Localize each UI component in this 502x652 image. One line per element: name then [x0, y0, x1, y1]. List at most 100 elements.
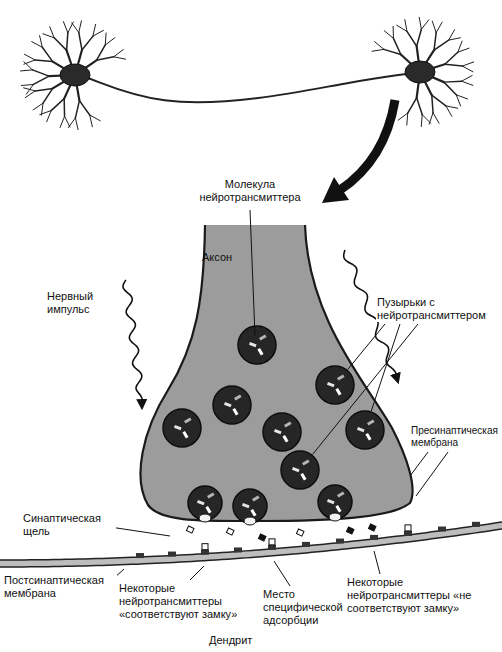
bound-molecule [202, 544, 208, 550]
cell-body [60, 64, 90, 86]
vesicle-molecule [257, 348, 263, 356]
dendrite-branch [43, 88, 53, 103]
dendrite-branch [60, 116, 64, 127]
leader-line [410, 452, 428, 476]
dendrite-branch [79, 33, 82, 50]
impulse-wave [123, 280, 142, 408]
dendrite-branch [63, 99, 65, 117]
vesicle-molecule [207, 493, 215, 499]
transmitter-molecule [368, 524, 376, 531]
zoom-arrow-head [322, 177, 349, 203]
vesicle-body [163, 409, 201, 447]
vesicle-body [316, 366, 354, 404]
leader-line [348, 324, 385, 370]
leader-line [274, 561, 290, 586]
vesicle-molecule [242, 503, 250, 508]
terminal-fill [141, 225, 413, 521]
vesicle-molecule [357, 427, 365, 432]
dendrite-branch [33, 103, 43, 110]
dendrite-branch [50, 27, 54, 38]
vesicle-molecule [337, 492, 345, 498]
dendrite-branch [105, 38, 115, 45]
vesicle-body [213, 386, 251, 424]
vesicle [188, 486, 222, 522]
dendrite-branch [93, 30, 104, 36]
fit-label: Некоторые нейротрансмиттеры «соответству… [118, 582, 258, 621]
receptor-site [168, 552, 176, 557]
bound-molecule [269, 539, 275, 545]
dendrite-branch [434, 40, 449, 50]
vesicle-molecule [335, 505, 341, 513]
vesicle-body [263, 413, 301, 451]
leader-line [374, 551, 380, 574]
dendrite-branch [42, 47, 52, 61]
vesicle-molecule [337, 375, 345, 381]
vesicle-molecule [184, 418, 192, 424]
dendrite-branch [445, 64, 463, 66]
dendrite-branch [446, 106, 452, 116]
vesicle-molecule [249, 342, 257, 347]
leader-line [250, 210, 255, 336]
dendrite-branch [417, 29, 422, 46]
receptor-site [438, 527, 446, 532]
vesicle-molecule [205, 506, 211, 514]
dendrite-branch [96, 45, 105, 60]
vesicle-molecule [259, 335, 267, 341]
dendrite-branch [41, 103, 43, 115]
dendrite-branch [456, 95, 460, 106]
dendrite-branch [397, 25, 407, 31]
dendrite-branch [449, 30, 455, 40]
dendrite-branch [25, 54, 36, 60]
dendrite-branch [406, 113, 408, 125]
vesicle-body [281, 451, 319, 489]
dendrite-branch [462, 81, 473, 85]
vesicles [163, 326, 384, 525]
dendrite-branch [33, 76, 49, 84]
dendrite-branch [436, 22, 442, 32]
vesicle-opening [244, 517, 256, 525]
postsynaptic-label: Постсинаптическая мембрана [3, 574, 117, 600]
transmitter-molecule [258, 534, 266, 541]
dendrite-label: Дендрит [208, 634, 253, 647]
receptor-site [336, 539, 344, 544]
receptor-site [136, 553, 144, 558]
dendrite-branch [79, 21, 82, 33]
dendrite-branch [462, 62, 473, 66]
receptors [136, 522, 480, 558]
vesicle-molecule [274, 429, 282, 434]
dendrite-branch [24, 62, 33, 70]
leader-line [110, 527, 170, 536]
axon-fiber [88, 74, 406, 102]
vesicle-molecule [252, 496, 260, 502]
receptor-site [370, 535, 378, 540]
inner-leader-lines [250, 210, 418, 454]
dendrite-branch [407, 31, 417, 46]
vesicle-molecule [292, 467, 300, 472]
dendrite-branch [458, 48, 469, 52]
cleft-label: Синаптическая щель [22, 512, 116, 538]
vesicle [316, 366, 354, 404]
vesicle-molecule [284, 422, 292, 428]
vesicle-molecule [302, 460, 310, 466]
dendrite-branch [434, 33, 436, 51]
dendrite-branch [432, 95, 433, 113]
dendrite-branch [444, 80, 462, 82]
presynaptic-label: Пресинаптическая мембрана [410, 425, 502, 449]
cell-body [405, 61, 435, 83]
vesicle [238, 326, 276, 364]
bound-molecules [202, 525, 411, 550]
transmitter-molecule [346, 527, 354, 534]
vesicle-label: Пузырьки с нейротрансмиттером [376, 296, 496, 322]
receptor-site [201, 550, 209, 555]
dendrite-branch [408, 98, 417, 113]
dendrite-branch [417, 98, 423, 115]
dendrite-branch [384, 31, 393, 39]
dendrite-branch [398, 113, 408, 120]
receptor-site [302, 542, 310, 547]
dendrite-branch [432, 95, 446, 106]
dendrite-branch [421, 115, 423, 127]
axon-terminal-outline [130, 225, 430, 535]
vesicle-molecule [282, 435, 288, 443]
